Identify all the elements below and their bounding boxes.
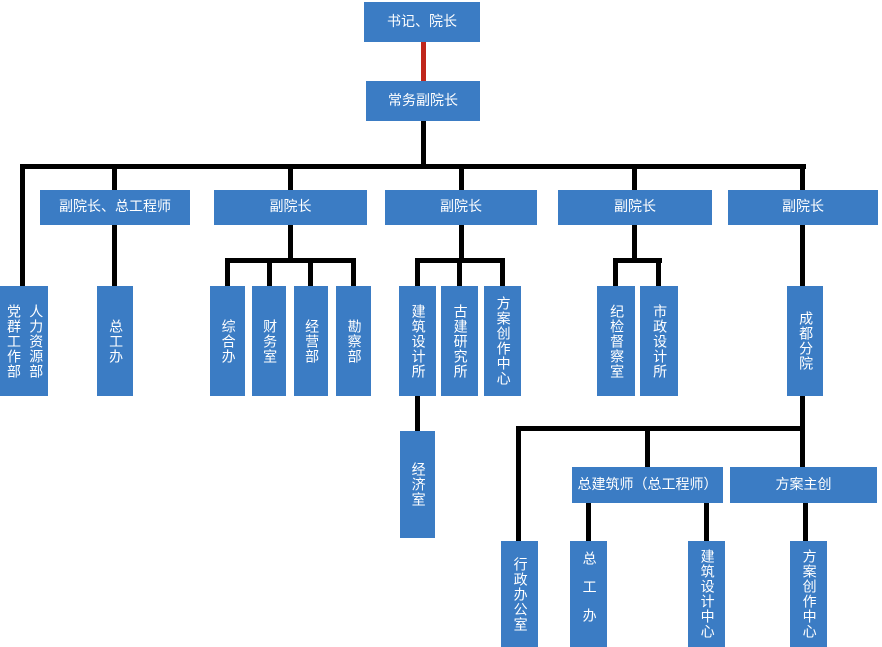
node-vp-2-label: 副院长 — [440, 199, 482, 216]
node-scheme-lead-label: 方案主创 — [775, 476, 832, 493]
node-municipal-design-institute: 市政设计所 — [640, 286, 678, 396]
node-vp-chief-engineer-label: 副院长、总工程师 — [59, 199, 171, 216]
connector-vp3-stem — [632, 225, 637, 263]
node-economics-office: 经济室 — [400, 431, 435, 538]
node-branch-architectural-design-center-label: 建筑设计中心 — [698, 549, 715, 639]
node-general-office: 综合办 — [210, 286, 245, 396]
node-party-mass-hr-dept: 党群工作部 人力资源部 — [0, 286, 48, 396]
connector-drop-vp-chief-engineer — [112, 164, 117, 190]
connector-drop-branch-arch-design-center — [704, 503, 709, 541]
connector-chengdu-branch-stem — [800, 396, 805, 431]
connector-drop-party-hr — [20, 164, 25, 286]
node-chief-engineer-office: 总工办 — [97, 286, 133, 396]
connector-drop-scheme-creation-center — [500, 258, 505, 286]
node-survey-dept: 勘察部 — [336, 286, 371, 396]
connector-drop-ancient-research — [457, 258, 462, 286]
node-survey-dept-label: 勘察部 — [345, 318, 362, 364]
node-architectural-design-institute-label: 建筑设计所 — [409, 303, 426, 379]
node-economics-office-label: 经济室 — [409, 462, 426, 507]
node-party-mass-dept-label: 党群工作部 — [5, 303, 21, 379]
node-chief-architect: 总建筑师（总工程师） — [572, 467, 723, 503]
node-finance-office-label: 财务室 — [261, 318, 278, 364]
node-chengdu-branch: 成都分院 — [787, 286, 823, 396]
connector-trunk — [421, 121, 426, 169]
node-branch-scheme-creation-center-label: 方案创作中心 — [800, 549, 817, 639]
node-vp-1-label: 副院长 — [269, 199, 312, 216]
connector-vp1-stem — [288, 225, 293, 263]
node-branch-scheme-creation-center: 方案创作中心 — [790, 541, 827, 647]
connector-drop-vp4 — [800, 164, 805, 190]
node-branch-chief-engineer-office: 总工办 — [570, 541, 607, 647]
node-ancient-architecture-research-institute: 古建研究所 — [441, 286, 478, 396]
node-vp-4-label: 副院长 — [782, 199, 824, 216]
connector-vp2-stem — [459, 225, 464, 263]
node-operations-dept: 经营部 — [294, 286, 328, 396]
node-vp-chief-engineer: 副院长、总工程师 — [40, 190, 190, 225]
connector-drop-finance-office — [267, 258, 272, 286]
connector-drop-survey-dept — [351, 258, 356, 286]
connector-vp1-bar — [225, 258, 356, 263]
node-discipline-inspection-office: 纪检督察室 — [597, 286, 635, 396]
connector-arch-institute-economics-office — [415, 396, 420, 431]
connector-drop-vp2 — [459, 164, 464, 190]
node-vp-3-label: 副院长 — [614, 199, 656, 216]
node-municipal-design-institute-label: 市政设计所 — [651, 303, 668, 379]
node-general-office-label: 综合办 — [219, 318, 236, 364]
node-president-label: 书记、院长 — [387, 13, 457, 30]
connector-vp3-bar — [613, 258, 662, 263]
connector-vp-chief-engineer-office — [112, 225, 117, 286]
node-architectural-design-institute: 建筑设计所 — [399, 286, 436, 396]
node-branch-admin-office: 行政办公室 — [501, 541, 538, 647]
node-vp-4: 副院长 — [728, 190, 878, 225]
connector-drop-branch-scheme-creation-center — [803, 503, 808, 541]
node-ancient-architecture-research-institute-label: 古建研究所 — [451, 303, 468, 379]
node-vp-2: 副院长 — [385, 190, 537, 225]
connector-drop-operations-dept — [308, 258, 313, 286]
connector-vp4-chengdu-branch — [800, 225, 805, 286]
connector-drop-vp1 — [288, 164, 293, 190]
connector-drop-general-office — [225, 258, 230, 286]
node-chief-engineer-office-label: 总工办 — [107, 318, 124, 364]
connector-president-executive-vp — [421, 42, 426, 81]
connector-drop-municipal-design — [656, 258, 661, 286]
node-branch-admin-office-label: 行政办公室 — [511, 556, 528, 632]
connector-chengdu-branch-bar — [516, 426, 805, 431]
node-vp-1: 副院长 — [214, 190, 367, 225]
connector-drop-arch-design-institute — [415, 258, 420, 286]
connector-drop-vp3 — [632, 164, 637, 190]
node-vp-3: 副院长 — [558, 190, 712, 225]
connector-main-bar — [20, 164, 806, 169]
connector-drop-scheme-lead — [800, 426, 805, 467]
node-scheme-creation-center-label: 方案创作中心 — [494, 296, 511, 386]
node-scheme-lead: 方案主创 — [730, 467, 877, 503]
node-branch-architectural-design-center: 建筑设计中心 — [688, 541, 725, 647]
node-discipline-inspection-office-label: 纪检督察室 — [608, 303, 625, 379]
connector-drop-discipline-office — [613, 258, 618, 286]
node-finance-office: 财务室 — [252, 286, 286, 396]
node-scheme-creation-center: 方案创作中心 — [484, 286, 521, 396]
node-branch-chief-engineer-office-label: 总工办 — [580, 550, 597, 638]
connector-drop-chief-architect — [645, 426, 650, 467]
connector-drop-branch-admin-office — [516, 426, 521, 541]
node-chief-architect-label: 总建筑师（总工程师） — [577, 476, 718, 493]
node-executive-vp: 常务副院长 — [366, 81, 480, 121]
node-president: 书记、院长 — [364, 2, 480, 42]
node-chengdu-branch-label: 成都分院 — [797, 311, 814, 371]
node-operations-dept-label: 经营部 — [303, 318, 320, 364]
node-hr-dept-label: 人力资源部 — [27, 303, 44, 379]
node-executive-vp-label: 常务副院长 — [388, 92, 458, 109]
connector-drop-branch-chief-engineer-office — [586, 503, 591, 541]
